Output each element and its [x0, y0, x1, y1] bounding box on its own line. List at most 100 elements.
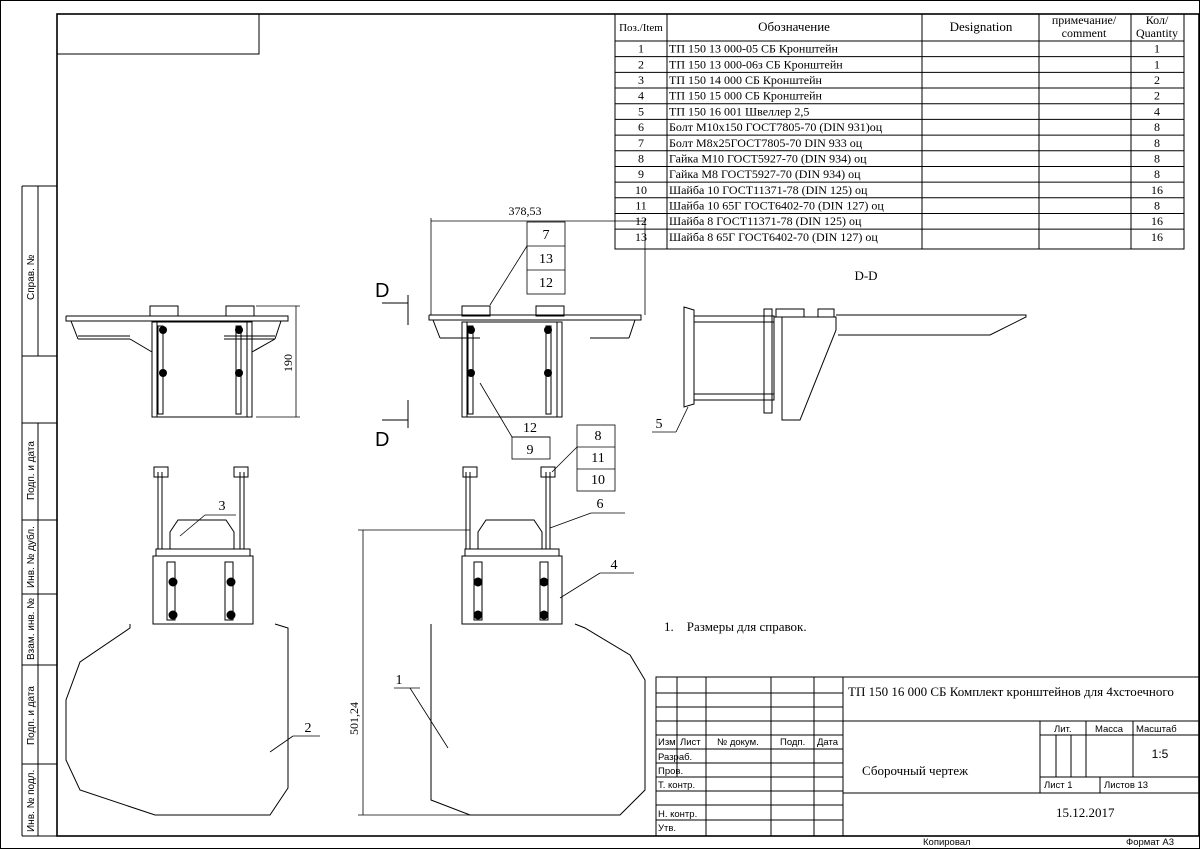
tb-massa: Масса — [1095, 724, 1124, 735]
tb-podp: Подп. — [780, 737, 805, 748]
bom-cell-name: ТП 150 16 001 Швеллер 2,5 — [669, 104, 809, 118]
bom-cell-name: ТП 150 13 000-05 СБ Кронштейн — [669, 42, 839, 56]
bom-cell-pos: 9 — [638, 167, 644, 181]
dim-190 — [256, 305, 300, 418]
title-block-text: Изм. Лист № докум. Подп. Дата Разраб. Пр… — [658, 724, 1177, 834]
callout-4: 4 — [611, 558, 618, 573]
bom-cell-name: Шайба 8 65Г ГОСТ6402-70 (DIN 127) оц — [669, 230, 878, 244]
bom-cell-pos: 2 — [638, 57, 644, 71]
bom-header-comment: примечание/comment — [1052, 13, 1117, 40]
bom-cell-pos: 4 — [638, 89, 644, 103]
bom-cell-qty: 8 — [1154, 198, 1160, 212]
bom-cell-qty: 4 — [1154, 104, 1160, 118]
bom-cell-qty: 1 — [1154, 57, 1160, 71]
bom-cell-qty: 8 — [1154, 136, 1160, 150]
title-block — [655, 676, 1200, 837]
bom-cell-qty: 16 — [1151, 230, 1163, 244]
bom-header-pos: Поз./Item — [619, 22, 663, 34]
callout-8: 8 — [595, 429, 602, 444]
bom-cell-qty: 8 — [1154, 120, 1160, 134]
bom-header-designation: Designation — [950, 19, 1013, 34]
tb-data: Дата — [817, 737, 839, 748]
margin-label-podp-2: Подп. и дата — [26, 686, 37, 745]
tb-izm: Изм. — [658, 737, 678, 748]
bom-cell-qty: 1 — [1154, 42, 1160, 56]
callout-3: 3 — [219, 499, 226, 514]
bom-cell-pos: 13 — [635, 230, 647, 244]
bom-cell-pos: 7 — [638, 136, 644, 150]
bom-cell-name: Шайба 10 ГОСТ11371-78 (DIN 125) оц — [669, 183, 868, 197]
view-plan-left — [65, 466, 289, 816]
callout-9: 9 — [527, 443, 534, 458]
tb-tkontr: Т. контр. — [658, 780, 695, 791]
dim-378-label: 378,53 — [509, 204, 542, 218]
dim-501 — [358, 529, 470, 816]
view-plan-left-holes — [168, 577, 236, 620]
margin-label-vzam: Взам. инв. № — [26, 598, 37, 660]
margin-label-podp-1: Подп. и дата — [26, 441, 37, 500]
bom-header-quantity: Кол/Quantity — [1136, 13, 1178, 40]
tb-utv: Утв. — [658, 823, 676, 834]
tb-date: 15.12.2017 — [1056, 805, 1115, 820]
margin-labels: Справ. № Подп. и дата Инв. № дубл. Взам.… — [25, 254, 37, 832]
tb-sheets: Листов 13 — [1104, 780, 1148, 791]
tb-razrab: Разраб. — [658, 752, 692, 763]
view-plan-middle — [430, 466, 646, 816]
bom-cell-qty: 2 — [1154, 73, 1160, 87]
callout-12-top: 12 — [539, 276, 553, 291]
section-markers — [382, 295, 409, 428]
callout-5: 5 — [656, 417, 663, 432]
bom-cell-name: Шайба 10 65Г ГОСТ6402-70 (DIN 127) оц — [669, 198, 884, 212]
dim-501-label: 501,24 — [347, 702, 361, 735]
bom-table: Поз./Item Обозначение Designation примеч… — [614, 13, 1185, 250]
callout-7: 7 — [543, 228, 550, 243]
view-front-middle-holes — [467, 326, 552, 377]
bom-cell-pos: 11 — [635, 198, 647, 212]
tb-designation: ТП 150 16 000 СБ Комплект кронштейнов дл… — [848, 684, 1174, 699]
section-letter-bottom: D — [375, 429, 389, 451]
callout-10: 10 — [591, 473, 605, 488]
tb-sheet: Лист 1 — [1044, 780, 1073, 791]
callout-leaders — [179, 221, 689, 753]
bom-cell-name: Гайка М8 ГОСТ5927-70 (DIN 934) оц — [669, 167, 861, 181]
callout-labels: 7 13 12 12 9 8 11 10 6 4 3 5 1 2 — [219, 228, 663, 736]
bom-cell-name: Болт М8х25ГОСТ7805-70 DIN 933 оц — [669, 136, 863, 150]
bom-cell-qty: 2 — [1154, 89, 1160, 103]
tb-scale: 1:5 — [1152, 747, 1169, 761]
bom-cell-qty: 8 — [1154, 167, 1160, 181]
view-section-dd — [683, 306, 1027, 421]
bom-cell-name: Шайба 8 ГОСТ11371-78 (DIN 125) оц — [669, 214, 862, 228]
bom-cell-name: Болт М10х150 ГОСТ7805-70 (DIN 931)оц — [669, 120, 883, 134]
tb-masshtab: Масштаб — [1136, 724, 1177, 735]
drawing-note: 1. Размеры для справок. — [664, 619, 807, 634]
callout-2: 2 — [305, 721, 312, 736]
tb-list: Лист — [680, 737, 701, 748]
callout-1: 1 — [396, 673, 403, 688]
bom-cell-pos: 3 — [638, 73, 644, 87]
bom-cell-qty: 16 — [1151, 214, 1163, 228]
bom-cell-qty: 8 — [1154, 151, 1160, 165]
dim-378 — [430, 218, 646, 315]
view-front-left-holes — [159, 326, 243, 377]
tb-lit: Лит. — [1054, 724, 1071, 735]
tb-nkontr: Н. контр. — [658, 809, 697, 820]
callout-6: 6 — [597, 497, 604, 512]
view-front-middle — [428, 305, 642, 418]
margin-label-inv-podl: Инв. № подл. — [26, 770, 37, 832]
tb-prov: Пров. — [658, 766, 683, 777]
callout-12-mid: 12 — [523, 421, 537, 436]
dim-190-label: 190 — [281, 354, 295, 372]
view-plan-middle-holes — [473, 577, 549, 620]
bom-cell-name: ТП 150 15 000 СБ Кронштейн — [669, 89, 823, 103]
bom-cell-name: ТП 150 13 000-06з СБ Кронштейн — [669, 57, 843, 71]
bom-cell-qty: 16 — [1151, 183, 1163, 197]
tb-docnum: № докум. — [717, 737, 759, 748]
callout-13: 13 — [539, 252, 553, 267]
section-letter-top: D — [375, 280, 389, 302]
margin-label-sprav: Справ. № — [26, 254, 37, 300]
view-front-left — [65, 305, 289, 418]
bom-cell-pos: 10 — [635, 183, 647, 197]
bom-header-oboznachenie: Обозначение — [758, 19, 830, 34]
margin-label-inv-dubl: Инв. № дубл. — [25, 526, 37, 588]
